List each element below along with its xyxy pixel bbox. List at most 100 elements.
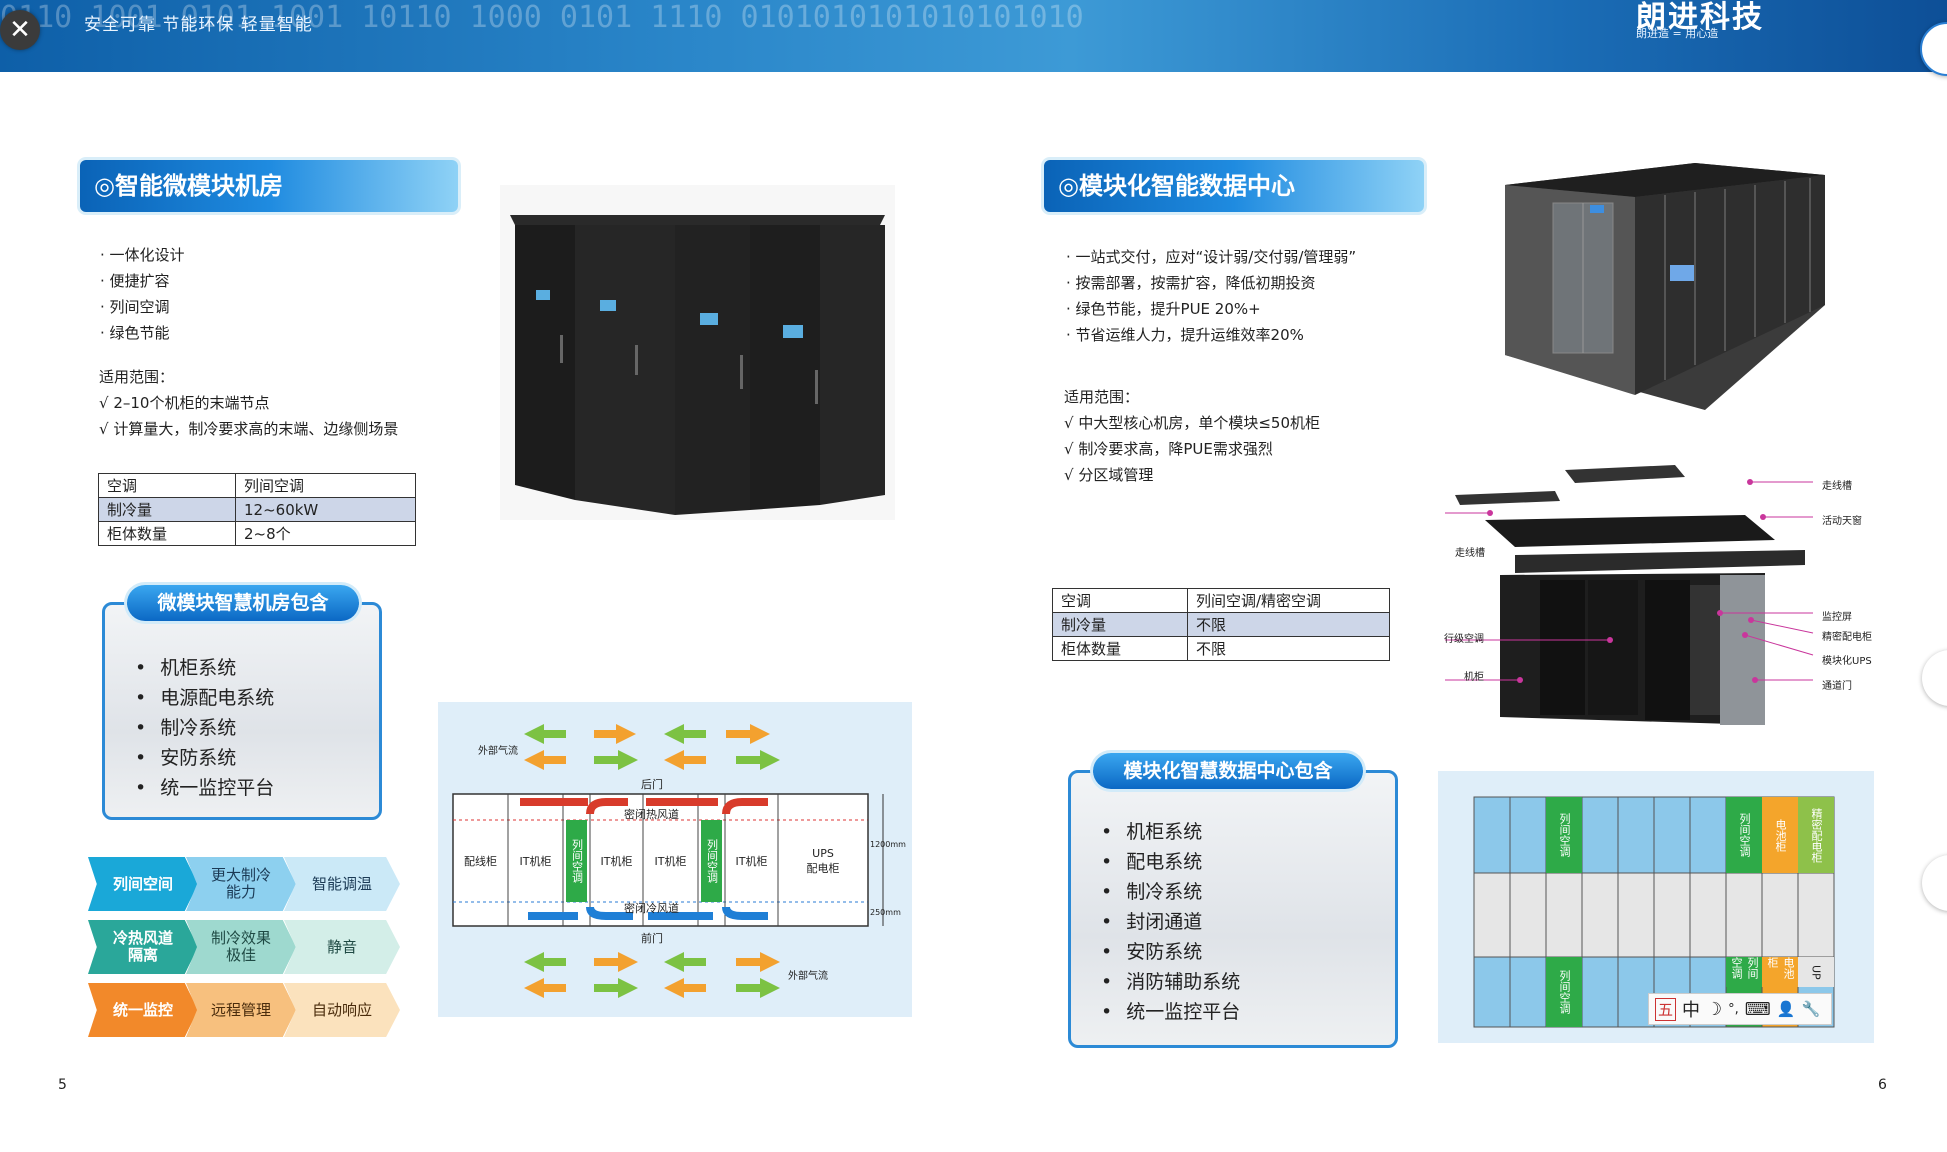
benefit-chevron: 制冷效果 极佳 [186,920,296,974]
floor-dimension-label: 250mm [870,908,901,917]
right-package-box: 模块化智慧数据中心包含 机柜系统 配电系统 制冷系统 封闭通道 安防系统 消防辅… [1068,753,1398,1048]
ime-wubi-icon[interactable]: 五 [1655,997,1677,1021]
left-package-title: 微模块智慧机房包含 [127,585,359,621]
ime-punctuation-icon[interactable]: °, [1728,1001,1739,1017]
ime-toolbar[interactable]: 五 中 ☽ °, ⌨ 👤 🔧 [1648,993,1832,1025]
label-inrow-ac: 行级空调 [1444,634,1484,645]
hot-aisle-label: 密闭热风道 [624,808,679,821]
data-center-module-photo [1505,163,1825,410]
layout-ac-top-2: 列间空调 [1726,797,1762,873]
table-cell: 12~60kW [235,497,416,522]
rack-ups: UPS 配电柜 [806,846,840,875]
right-feature-item: · 节省运维人力，提升运维效率20% [1066,326,1304,344]
table-cell: 列间空调/精密空调 [1187,588,1390,613]
benefit-chevron: 自动响应 [284,983,400,1037]
rack-inrow-ac: 列间空调 [566,820,587,902]
layout-battery-top: 电池柜 [1762,797,1798,873]
list-item: 电源配电系统 [157,683,274,713]
benefit-chevron: 静音 [284,920,400,974]
right-scope-list: 适用范围： √ 中大型核心机房，单个模块≤50机柜 √ 制冷要求高，降PUE需求… [1064,384,1320,488]
rack-it: IT机柜 [600,855,633,868]
list-item: 机柜系统 [157,653,274,683]
table-cell: 空调 [98,473,236,498]
benefit-row-2: 冷热风道 隔离 制冷效果 极佳 静音 [88,920,403,974]
layout-ac-bottom-1: 列间空调 [1546,957,1582,1027]
right-scope-label: 适用范围： [1064,388,1140,406]
label-precision-pdu: 精密配电柜 [1822,632,1872,643]
front-door-label: 前门 [641,932,663,945]
right-section-title: ◎模块化智能数据中心 [1044,160,1424,212]
table-cell: 柜体数量 [98,521,236,546]
list-item: 制冷系统 [157,713,274,743]
label-aisle-door: 通道门 [1822,681,1852,692]
left-package-box: 微模块智慧机房包含 机柜系统 电源配电系统 制冷系统 安防系统 统一监控平台 [102,585,382,820]
rack-it: IT机柜 [654,855,687,868]
brand-logo: 朗进科技 [1636,0,1764,35]
layout-ups-bottom: UP [1798,957,1834,987]
left-scope-label: 适用范围： [99,368,175,386]
right-spec-table: 空调列间空调/精密空调 制冷量不限 柜体数量不限 [1052,588,1390,661]
ime-chinese-mode-icon[interactable]: 中 [1682,1000,1701,1021]
left-feature-item: · 绿色节能 [100,324,170,342]
left-package-list: 机柜系统 电源配电系统 制冷系统 安防系统 统一监控平台 [157,653,274,803]
label-skylight: 活动天窗 [1822,516,1862,527]
list-item: 安防系统 [157,743,274,773]
label-cabinet: 机柜 [1464,672,1484,683]
ime-user-icon[interactable]: 👤 [1776,1000,1796,1018]
layout-ac-bottom-2: 列间空调 [1726,957,1762,987]
rack-inrow-ac: 列间空调 [701,820,722,902]
ime-keyboard-icon[interactable]: ⌨ [1744,998,1771,1020]
list-item: 统一监控平台 [1123,997,1240,1027]
top-banner: 0110 1001 0101 1001 10110 1000 0101 1110… [0,0,1947,72]
ime-settings-icon[interactable]: 🔧 [1801,1000,1821,1018]
list-item: 制冷系统 [1123,877,1240,907]
left-scope-item: √ 计算量大，制冷要求高的末端、边缘侧场景 [99,420,399,438]
list-item: 机柜系统 [1123,817,1240,847]
table-cell: 不限 [1187,636,1390,661]
rack-it: IT机柜 [735,855,768,868]
label-modular-ups: 模块化UPS [1822,656,1872,667]
table-cell: 空调 [1052,588,1188,613]
rack-it: IT机柜 [519,855,552,868]
page-number-left: 5 [58,1077,67,1093]
ime-halfwidth-icon[interactable]: ☽ [1706,998,1723,1020]
benefit-chevron: 更大制冷 能力 [186,857,296,911]
list-item: 统一监控平台 [157,773,274,803]
benefit-row-1: 列间空间 更大制冷 能力 智能调温 [88,857,403,911]
label-cable-tray-left: 走线槽 [1455,548,1485,559]
right-feature-item: · 一站式交付，应对“设计弱/交付弱/管理弱” [1066,248,1357,266]
list-item: 封闭通道 [1123,907,1240,937]
right-scope-item: √ 制冷要求高，降PUE需求强烈 [1064,440,1273,458]
banner-binary-pattern: 0110 1001 0101 1001 10110 1000 0101 1110… [0,0,1084,35]
table-cell: 不限 [1187,612,1390,637]
table-row: 制冷量不限 [1052,612,1390,637]
right-package-list: 机柜系统 配电系统 制冷系统 封闭通道 安防系统 消防辅助系统 统一监控平台 [1123,817,1240,1027]
benefit-row-3: 统一监控 远程管理 自动响应 [88,983,403,1037]
side-float-button-bottom[interactable] [1922,855,1947,911]
benefit-chevron: 统一监控 [88,983,198,1037]
page-number-right: 6 [1878,1077,1887,1093]
benefit-chevron: 远程管理 [186,983,296,1037]
right-package-title: 模块化智慧数据中心包含 [1093,753,1363,789]
benefit-chevron: 智能调温 [284,857,400,911]
left-scope-item: √ 2–10个机柜的末端节点 [99,394,270,412]
back-door-label: 后门 [641,778,663,791]
micro-module-cabinet-photo [500,185,895,520]
exploded-module-diagram [1445,465,1814,725]
left-scope-list: 适用范围： √ 2–10个机柜的末端节点 √ 计算量大，制冷要求高的末端、边缘侧… [99,364,398,442]
left-feature-item: · 便捷扩容 [100,272,170,290]
label-cable-tray-right: 走线槽 [1822,481,1852,492]
table-row: 空调列间空调/精密空调 [1052,588,1390,613]
benefit-chevron: 冷热风道 隔离 [88,920,198,974]
airflow-arrows [452,724,884,998]
banner-slogan: 安全可靠 节能环保 轻量智能 [84,15,313,35]
close-button[interactable]: ✕ [0,10,40,50]
left-feature-item: · 一体化设计 [100,246,185,264]
outside-airflow-bottom-label: 外部气流 [788,971,828,982]
right-feature-list: · 一站式交付，应对“设计弱/交付弱/管理弱” · 按需部署，按需扩容，降低初期… [1066,244,1356,348]
side-float-button-middle[interactable] [1922,650,1947,706]
table-cell: 2~8个 [235,521,416,546]
layout-ac-top-1: 列间空调 [1546,797,1582,873]
benefit-chevron: 列间空间 [88,857,198,911]
left-section-title: ◎智能微模块机房 [80,160,458,212]
